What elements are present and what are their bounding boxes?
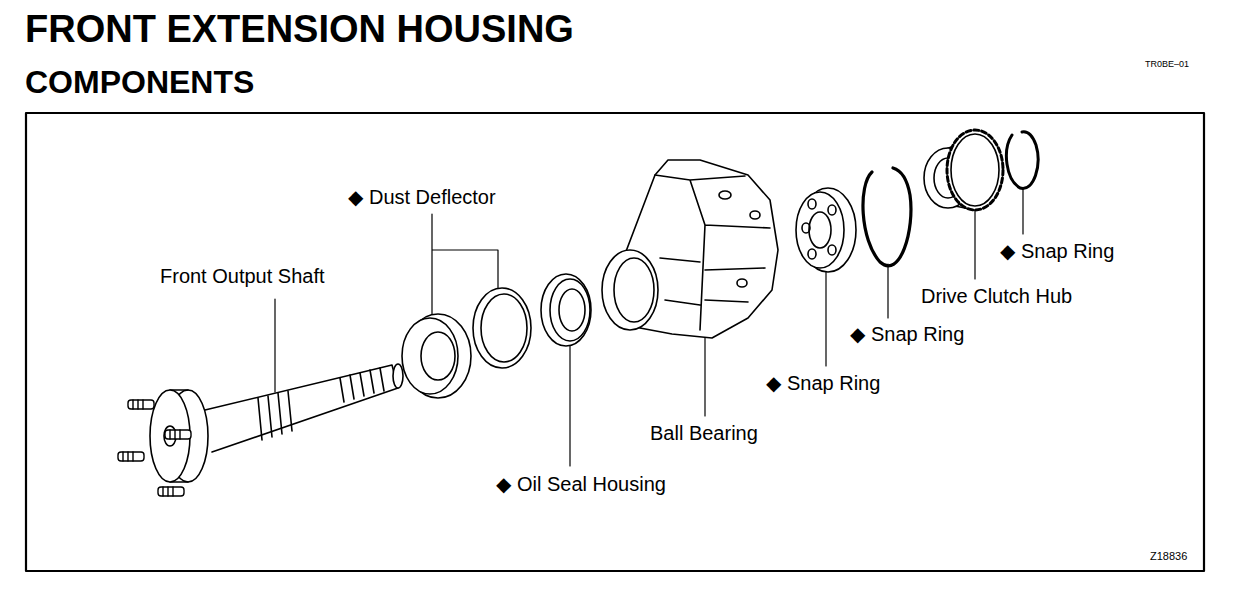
front-output-shaft	[118, 364, 403, 496]
part-label: ◆ Snap Ring	[850, 324, 964, 344]
leader-lines	[275, 189, 1023, 466]
page-title: FRONT EXTENSION HOUSING	[25, 10, 574, 48]
snap-ring	[1006, 132, 1038, 189]
part-label: ◆ Snap Ring	[766, 373, 880, 393]
part-label: ◆ Oil Seal Housing	[496, 474, 666, 494]
part-label: ◆ Dust Deflector	[348, 187, 496, 207]
part-label: Ball Bearing	[650, 423, 758, 443]
subheading: COMPONENTS	[25, 66, 254, 98]
frame	[26, 113, 1204, 571]
part-label: Drive Clutch Hub	[921, 286, 1072, 306]
extension-housing	[602, 160, 778, 338]
part-label: Front Output Shaft	[160, 266, 325, 286]
part-label: ◆ Snap Ring	[1000, 241, 1114, 261]
figure-code: Z18836	[1150, 551, 1187, 562]
drive-clutch-hub	[924, 130, 1003, 210]
dust-deflector	[402, 288, 531, 398]
oil-seal-housing	[541, 274, 591, 346]
figure-code: TR0BE–01	[1145, 60, 1189, 69]
snap-ring	[863, 168, 911, 266]
ball-bearing	[796, 188, 856, 272]
